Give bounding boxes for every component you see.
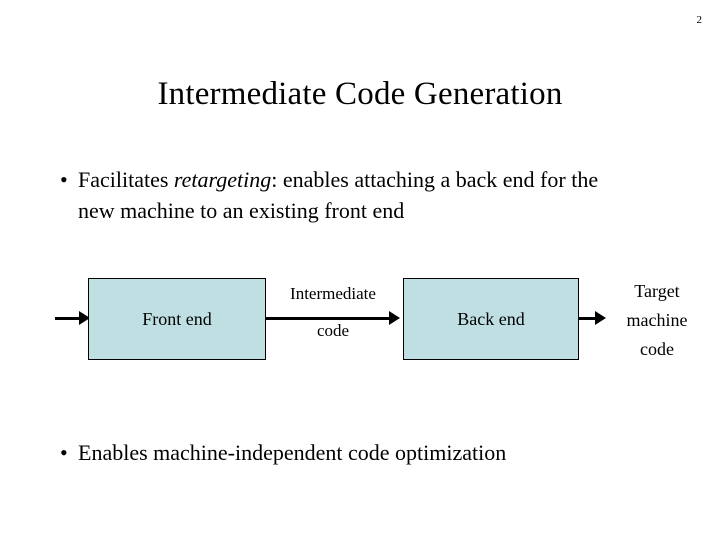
bullet-text-optimization: Enables machine-independent code optimiz…: [78, 440, 507, 465]
bullet-text-prefix: Facilitates: [78, 167, 174, 192]
edge-label-code: code: [316, 321, 350, 340]
bullet-item-optimization: • Enables machine-independent code optim…: [50, 437, 670, 468]
intermediate-arrow-head-icon: [389, 311, 400, 325]
output-label-line-one: Target: [634, 281, 680, 301]
bullet-marker-icon: •: [60, 167, 68, 192]
compiler-pipeline-diagram: Front end Intermediate code Back end Tar…: [0, 270, 720, 375]
output-label-target-machine-code: Target machine code: [604, 277, 710, 364]
output-label-line-three: code: [640, 339, 674, 359]
intermediate-arrow-line: [266, 317, 390, 320]
output-arrow-head-icon: [595, 311, 606, 325]
diagram-box-front-end: Front end: [88, 278, 266, 360]
bullet-text-emphasis: retargeting: [173, 167, 272, 192]
bullet-marker-icon: •: [60, 440, 68, 465]
output-arrow-line: [578, 317, 597, 320]
page-title: Intermediate Code Generation: [157, 76, 563, 112]
slide-number: 2: [696, 14, 703, 26]
diagram-box-back-end-label: Back end: [457, 309, 525, 329]
diagram-box-back-end: Back end: [403, 278, 579, 360]
input-arrow-line: [55, 317, 81, 320]
input-arrow-head-icon: [79, 311, 90, 325]
bullet-item-retargeting: • Facilitates retargeting: enables attac…: [50, 164, 660, 226]
bullet-text-suffix: : enables attaching a back end for the n…: [78, 167, 599, 223]
edge-label-intermediate: Intermediate: [290, 284, 376, 303]
output-label-line-two: machine: [626, 310, 688, 330]
diagram-box-front-end-label: Front end: [142, 309, 212, 329]
bullet-text-retargeting: Facilitates retargeting: enables attachi…: [78, 164, 638, 226]
